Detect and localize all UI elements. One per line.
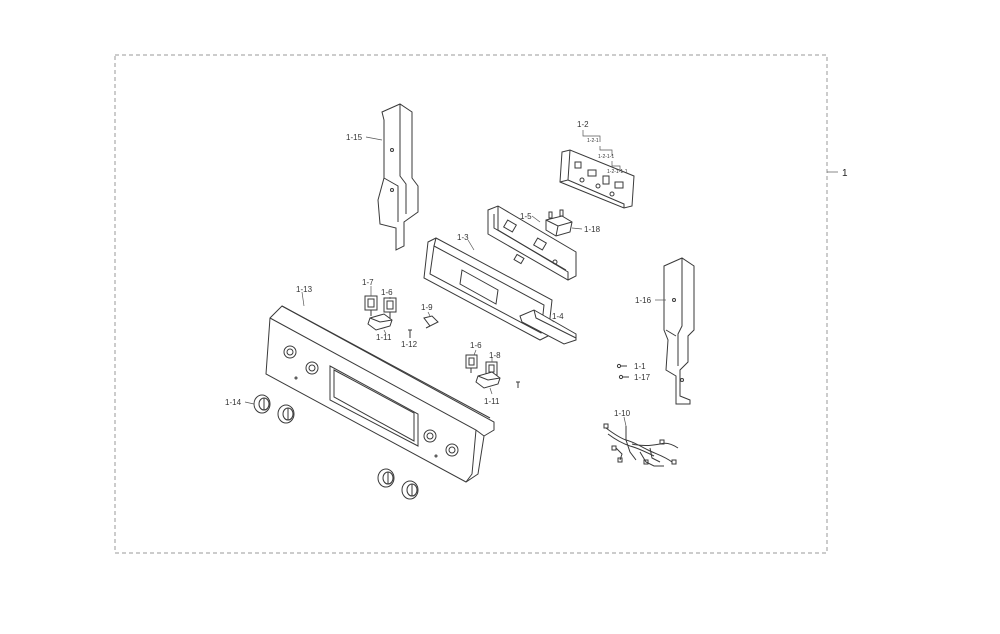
- part-1-9-clip: [423, 315, 439, 329]
- part-1-14-knob-2: [277, 404, 295, 424]
- label-1-2-1-1-1: 1-2-1-1-1: [607, 169, 628, 175]
- part-1-14-knob-4: [401, 480, 419, 500]
- part-1-14-knob-3: [377, 468, 395, 488]
- label-1-11-right: 1-11: [484, 397, 500, 406]
- label-assembly: 1: [842, 168, 848, 179]
- part-1-11-bracket-left: [367, 313, 393, 331]
- part-1-18-connector: [545, 209, 573, 237]
- part-1-1-screw: [616, 363, 627, 369]
- part-screw-small: [516, 381, 520, 388]
- label-1-14: 1-14: [225, 398, 242, 407]
- label-1-18: 1-18: [584, 225, 601, 234]
- label-1-16: 1-16: [635, 296, 652, 305]
- part-1-13-control-panel: [265, 305, 495, 483]
- label-1-13: 1-13: [296, 285, 313, 294]
- label-1-12: 1-12: [401, 340, 418, 349]
- part-1-7-switch: [364, 295, 378, 316]
- part-1-17-screw: [618, 374, 629, 380]
- label-1-6-left: 1-6: [381, 288, 393, 297]
- label-1-7: 1-7: [362, 278, 374, 287]
- label-1-4: 1-4: [552, 312, 564, 321]
- part-1-16-side-bracket: [663, 257, 695, 405]
- label-1-2-1: 1-2-1: [587, 138, 599, 144]
- label-1-15: 1-15: [346, 133, 363, 142]
- part-1-4-ribbon-cable: [519, 309, 577, 345]
- part-1-6-switch-right: [465, 354, 478, 373]
- part-1-11-bracket-right: [475, 371, 501, 389]
- label-1-2: 1-2: [577, 120, 589, 129]
- assembly-frame: [114, 54, 828, 554]
- label-1-2-1-1: 1-2-1-1: [598, 154, 614, 160]
- label-1-5: 1-5: [520, 212, 532, 221]
- label-1-1: 1-1: [634, 362, 646, 371]
- part-1-12-screw: [408, 329, 412, 338]
- part-1-5-display-bracket: [487, 205, 577, 281]
- part-1-14-knob-1: [253, 394, 271, 414]
- label-1-3: 1-3: [457, 233, 469, 242]
- label-1-8: 1-8: [489, 351, 501, 360]
- label-1-17: 1-17: [634, 373, 651, 382]
- label-1-11-left: 1-11: [376, 333, 392, 342]
- label-1-6-right: 1-6: [470, 341, 482, 350]
- label-1-10: 1-10: [614, 409, 631, 418]
- part-1-15-side-bracket: [377, 103, 419, 251]
- part-1-6-switch-left: [383, 297, 397, 318]
- label-1-9: 1-9: [421, 303, 433, 312]
- part-1-2-control-board: [559, 149, 635, 209]
- part-1-10-wire-harness: [603, 423, 679, 467]
